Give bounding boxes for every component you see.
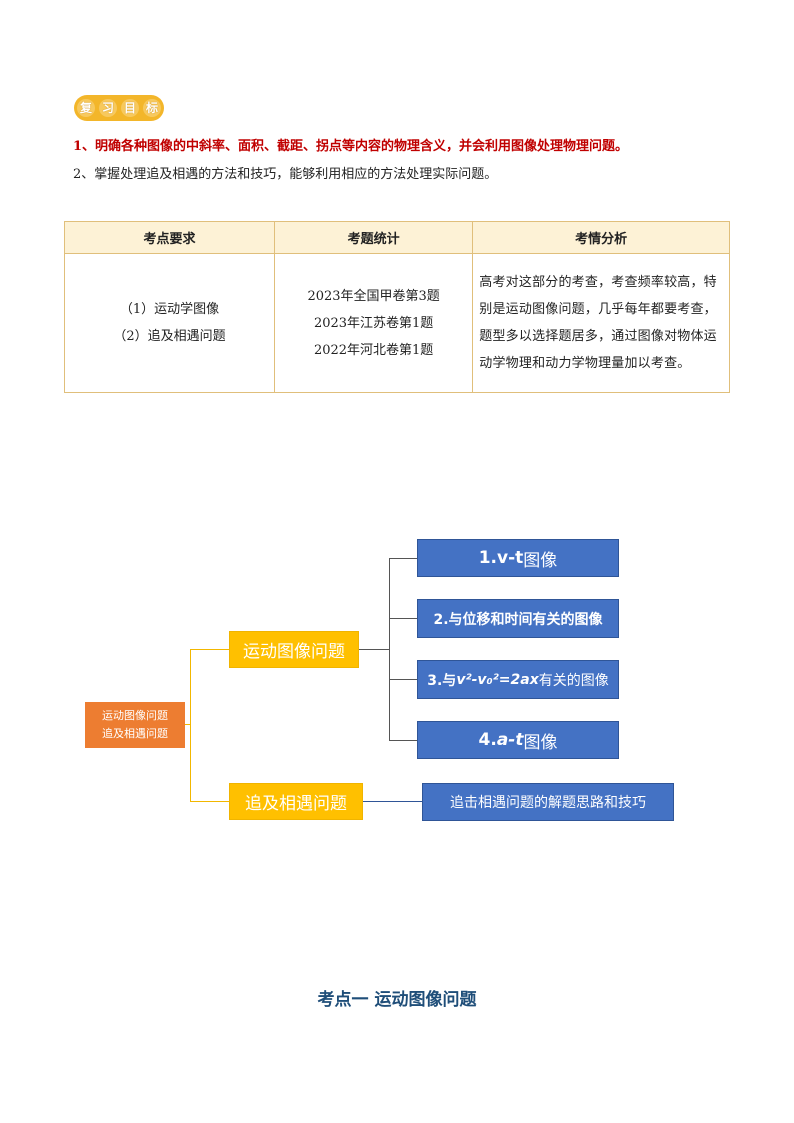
connector-line <box>389 558 390 741</box>
branch-motion-graphs: 运动图像问题 <box>229 631 359 668</box>
requirement-item: （2）追及相遇问题 <box>113 329 226 344</box>
requirements-cell: （1）运动学图像 （2）追及相遇问题 <box>64 253 275 393</box>
leaf-variable: v-t <box>497 548 524 568</box>
goal-2: 2、掌握处理追及相遇的方法和技巧，能够利用相应的方法处理实际问题。 <box>73 167 498 182</box>
leaf-pursuit-techniques: 追击相遇问题的解题思路和技巧 <box>422 783 674 821</box>
leaf-vt-graph: 1.v-t 图像 <box>417 539 619 577</box>
exam-requirements-table: 考点要求 考题统计 考情分析 （1）运动学图像 （2）追及相遇问题 2023年全… <box>64 221 730 393</box>
connector-line <box>389 618 417 619</box>
leaf-variable: a-t <box>496 730 524 750</box>
statistic-item: 2022年河北卷第1题 <box>313 342 434 358</box>
connector-line <box>389 558 417 559</box>
connector-line <box>363 801 422 802</box>
header-statistics: 考题统计 <box>273 221 474 254</box>
connector-line <box>185 724 191 725</box>
root-line: 追及相遇问题 <box>102 727 168 740</box>
leaf-suffix: 图像 <box>523 732 558 753</box>
connector-line <box>190 801 229 802</box>
review-goals-badge: 复 习 目 标 <box>74 95 164 121</box>
goal-1: 1、明确各种图像的中斜率、面积、截距、拐点等内容的物理含义，并会利用图像处理物理… <box>73 139 629 154</box>
badge-char: 标 <box>143 99 161 117</box>
leaf-displacement-time: 2.与位移和时间有关的图像 <box>417 599 619 638</box>
badge-char: 习 <box>99 99 117 117</box>
requirement-item: （1）运动学图像 <box>119 302 220 317</box>
section-title: 考点一 运动图像问题 <box>317 990 477 1010</box>
leaf-number: 3.与 <box>427 672 457 689</box>
connector-line <box>389 679 417 680</box>
connector-line <box>190 649 229 650</box>
leaf-number: 4. <box>478 730 497 750</box>
leaf-formula: v²-v₀²=2ax <box>456 671 539 688</box>
analysis-text: 高考对这部分的考查，考查频率较高，特别是运动图像问题，几乎每年都要考查，题型多以… <box>479 275 717 371</box>
leaf-suffix: 有关的图像 <box>538 672 609 689</box>
statistic-item: 2023年江苏卷第1题 <box>313 315 434 331</box>
root-line: 运动图像问题 <box>102 709 168 722</box>
connector-line <box>359 649 389 650</box>
leaf-number: 1. <box>478 548 498 568</box>
leaf-kinematic-formula: 3.与 v²-v₀²=2ax 有关的图像 <box>417 660 619 699</box>
leaf-at-graph: 4. a-t 图像 <box>417 721 619 759</box>
statistic-item: 2023年全国甲卷第3题 <box>307 288 440 304</box>
badge-char: 目 <box>121 99 139 117</box>
connector-line <box>190 649 191 802</box>
badge-char: 复 <box>77 99 95 117</box>
header-analysis: 考情分析 <box>472 221 730 254</box>
connector-line <box>389 740 417 741</box>
branch-pursuit-meeting: 追及相遇问题 <box>229 783 363 820</box>
analysis-cell: 高考对这部分的考查，考查频率较高，特别是运动图像问题，几乎每年都要考查，题型多以… <box>472 253 730 393</box>
statistics-cell: 2023年全国甲卷第3题 2023年江苏卷第1题 2022年河北卷第1题 <box>273 253 474 393</box>
header-requirements: 考点要求 <box>64 221 275 254</box>
mindmap-root: 运动图像问题 追及相遇问题 <box>85 702 185 748</box>
leaf-suffix: 图像 <box>523 550 558 571</box>
